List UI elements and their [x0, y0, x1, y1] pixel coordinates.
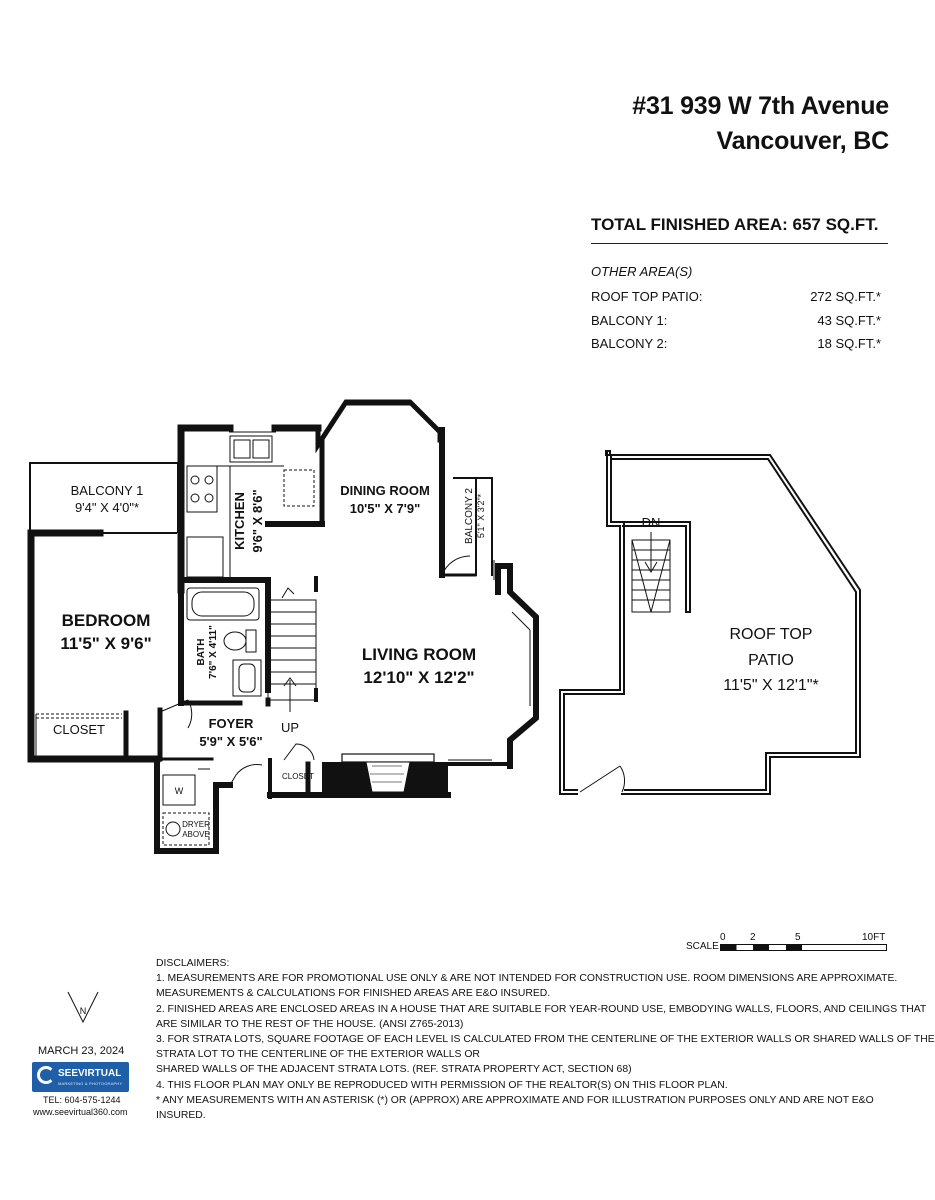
dryer-label-line-2: ABOVE — [182, 830, 210, 839]
bedroom-size: 11'5" X 9'6" — [60, 634, 151, 653]
dining-room-label: DINING ROOM — [340, 483, 430, 498]
logo-text: SEEVIRTUAL — [58, 1068, 122, 1079]
scale-tick-5: 5 — [795, 932, 801, 943]
logo-swirl-icon — [37, 1066, 55, 1084]
foyer-size: 5'9" X 5'6" — [199, 734, 262, 749]
area-label: BALCONY 2: — [591, 336, 668, 351]
balcony-2-label: BALCONY 2 — [464, 488, 475, 544]
area-value: 43 SQ.FT.* — [817, 313, 881, 328]
disclaimer-line: 1. MEASUREMENTS ARE FOR PROMOTIONAL USE … — [156, 973, 898, 985]
area-row-balcony-1: BALCONY 1: 43 SQ.FT.* — [591, 313, 881, 329]
balcony-1-label: BALCONY 1 — [71, 483, 144, 498]
area-row-roof-top-patio: ROOF TOP PATIO: 272 SQ.FT.* — [591, 289, 881, 305]
closet-doors — [36, 713, 122, 719]
logo-subtext: MARKETING & PHOTOGRAPHY — [58, 1081, 123, 1086]
contact-phone: TEL: 604-575-1244 — [43, 1095, 121, 1105]
windows — [229, 404, 531, 761]
north-arrow-icon: N — [67, 991, 99, 1024]
roof-top-patio-size: 11'5" X 12'1"* — [723, 677, 818, 694]
disclaimer-line: * ANY MEASUREMENTS WITH AN ASTERISK (*) … — [156, 1094, 874, 1106]
total-finished-area: TOTAL FINISHED AREA: 657 SQ.FT. — [591, 215, 888, 244]
dryer-label-line-1: DRYER — [182, 820, 210, 829]
disclaimer-line: 3. FOR STRATA LOTS, SQUARE FOOTAGE OF EA… — [156, 1034, 935, 1046]
area-value: 18 SQ.FT.* — [817, 336, 881, 351]
disclaimer-line: 2. FINISHED AREAS ARE ENCLOSED AREAS IN … — [156, 1003, 927, 1015]
contact-website: www.seevirtual360.com — [33, 1107, 128, 1117]
stairs-down-label: DN — [642, 515, 661, 530]
living-room-size: 12'10" X 12'2" — [363, 668, 474, 687]
disclaimer-line: ARE SIMILAR TO THE REST OF THE HOUSE. (A… — [156, 1018, 464, 1030]
disclaimer-line: MEASUREMENTS & CALCULATIONS FOR FINISHED… — [156, 988, 551, 1000]
disclaimer-line: 4. THIS FLOOR PLAN MAY ONLY BE REPRODUCE… — [156, 1079, 728, 1091]
disclaimer-line: INSURED. — [156, 1110, 206, 1122]
address-line-2: Vancouver, BC — [716, 127, 890, 155]
foyer-label: FOYER — [209, 716, 254, 731]
area-row-balcony-2: BALCONY 2: 18 SQ.FT.* — [591, 336, 881, 352]
address-line-1: #31 939 W 7th Avenue — [632, 92, 889, 120]
kitchen-size: 9'6" X 8'6" — [250, 489, 265, 552]
area-value: 272 SQ.FT.* — [810, 289, 881, 304]
stairs-up-label: UP — [281, 720, 299, 735]
roof-top-patio-label-line-1: ROOF TOP — [730, 626, 813, 643]
bath-fixtures — [186, 587, 262, 697]
other-areas-title: OTHER AREA(S) — [591, 264, 693, 279]
disclaimer-line: SHARED WALLS OF THE ADJACENT STRATA LOTS… — [156, 1064, 632, 1076]
disclaimer-line: DISCLAIMERS: — [156, 958, 230, 969]
balcony-2-size: 5'1" X 3'2"* — [476, 493, 486, 538]
plan-date: MARCH 23, 2024 — [38, 1045, 125, 1057]
stairs — [267, 587, 317, 712]
roof-top-patio-label-line-2: PATIO — [748, 652, 794, 669]
bath-label: BATH — [196, 638, 207, 665]
doors — [159, 555, 495, 786]
scale-label: SCALE — [686, 941, 719, 952]
closet-2-label: CLOSET — [282, 772, 314, 781]
area-label: ROOF TOP PATIO: — [591, 289, 703, 304]
bath-size: 7'6" X 4'11" — [208, 625, 219, 679]
roof-door — [579, 765, 626, 793]
living-room-label: LIVING ROOM — [362, 645, 476, 664]
kitchen-label: KITCHEN — [232, 492, 247, 550]
scale-tick-2: 2 — [750, 932, 756, 943]
disclaimer-line: STRATA LOT TO THE CENTERLINE OF THE EXTE… — [156, 1049, 480, 1061]
area-label: BALCONY 1: — [591, 313, 668, 328]
bedroom-label: BEDROOM — [62, 611, 151, 630]
roof-top-walls — [559, 450, 861, 795]
roof-stairs — [631, 532, 671, 613]
north-letter: N — [80, 1006, 87, 1016]
dining-room-size: 10'5" X 7'9" — [350, 501, 421, 516]
laundry-fixtures — [162, 768, 210, 846]
kitchen-fixtures — [186, 435, 315, 578]
scale-tick-0: 0 — [720, 932, 726, 943]
fireplace — [322, 753, 448, 796]
washer-label: W — [175, 786, 184, 796]
scale-bar — [720, 944, 887, 951]
floor-plan: BALCONY 1 9'4" X 4'0"* BEDROOM 11'5" X 9… — [27, 399, 861, 854]
disclaimers: DISCLAIMERS: 1. MEASUREMENTS ARE FOR PRO… — [156, 956, 935, 1123]
closet-label: CLOSET — [53, 722, 105, 737]
balcony-1-size: 9'4" X 4'0"* — [75, 500, 139, 515]
scale-tick-10: 10FT — [862, 932, 886, 943]
